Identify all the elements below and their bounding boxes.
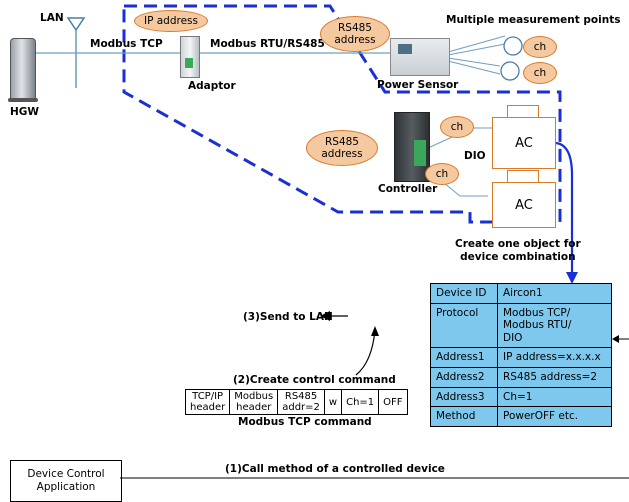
ac-to-object-arrow [555,141,574,275]
command-row: TCP/IP header Modbus header RS485 addr=2… [184,389,408,415]
adaptor-led [185,58,193,68]
table-value: Modbus TCP/ Modbus RTU/ DIO [497,302,612,349]
command-cell-write: w [323,389,343,415]
system-boundary-dashed [122,4,562,224]
table-value: Aircon1 [497,283,612,304]
ac-unit-1: AC [492,117,556,169]
table-key: Protocol [430,302,498,349]
adaptor-icon [180,36,200,78]
table-value: PowerOFF etc. [497,406,612,427]
table-side-arrowhead [612,335,619,343]
command-curve-arrowhead [371,326,379,336]
ip-address-oval: IP address [134,10,208,32]
rs485-address-oval-mid: RS485 address [306,130,378,166]
ac-unit-2: AC [492,182,556,228]
ac-1-top-tab [507,105,539,118]
sensor-link-4 [447,60,501,75]
lan-antenna-icon [66,17,86,32]
arrowhead-down [566,272,578,284]
ac-2-top-tab [507,170,539,183]
controller-terminal [414,140,426,166]
table-key: Address1 [430,347,498,368]
command-curve-arrow [355,329,376,376]
ch-oval-4: ch [425,163,459,185]
send-lan-arrowhead [320,311,330,321]
controller-label: Controller [378,183,438,195]
hgw-device-icon [10,38,36,100]
table-key: Method [430,406,498,427]
ch-oval-1: ch [523,36,557,58]
adaptor-label: Adaptor [188,80,236,92]
controller-icon [394,112,430,182]
modbus-tcp-command-label: Modbus TCP command [238,416,372,428]
create-command-label: (2)Create control command [233,374,396,386]
command-cell-channel: Ch=1 [341,389,380,415]
table-key: Address3 [430,386,498,408]
sensor-link-3 [447,57,501,67]
ch-oval-3: ch [440,116,474,138]
command-cell-modbus-header: Modbus header [229,389,279,415]
command-cell-off: OFF [378,389,408,415]
device-control-application-box: Device Control Application [10,460,122,502]
measurement-ring-1 [503,36,523,56]
lan-label: LAN [40,12,64,24]
modbus-tcp-label: Modbus TCP [90,38,163,50]
table-value: IP address=x.x.x.x [497,347,612,368]
command-cell-rs485-addr: RS485 addr=2 [277,389,325,415]
send-to-lan-label: (3)Send to LAN [243,311,333,323]
dio-label: DIO [464,150,486,162]
create-object-label: Create one object for device combination [455,238,581,263]
power-sensor-label: Power Sensor [377,79,459,91]
command-cell-tcpip-header: TCP/IP header [184,389,231,415]
modbus-rtu-label: Modbus RTU/RS485 [210,38,325,50]
table-value: RS485 address=2 [497,366,612,388]
ch-oval-2: ch [523,62,557,84]
sensor-link-2 [447,43,506,56]
modbus-command-frame: TCP/IP header Modbus header RS485 addr=2… [184,389,408,415]
table-key: Address2 [430,366,498,388]
hgw-label: HGW [10,106,39,118]
rs485-address-oval-top: RS485 address [320,16,390,52]
multiple-points-label: Multiple measurement points [446,14,621,26]
sensor-link-1 [447,35,506,53]
table-key: Device ID [430,283,498,304]
hgw-base [8,98,38,102]
device-control-application-label: Device Control Application [27,467,105,493]
power-sensor-panel [398,44,412,54]
call-method-label: (1)Call method of a controlled device [225,463,445,475]
measurement-ring-2 [500,61,520,81]
table-value: Ch=1 [497,386,612,408]
